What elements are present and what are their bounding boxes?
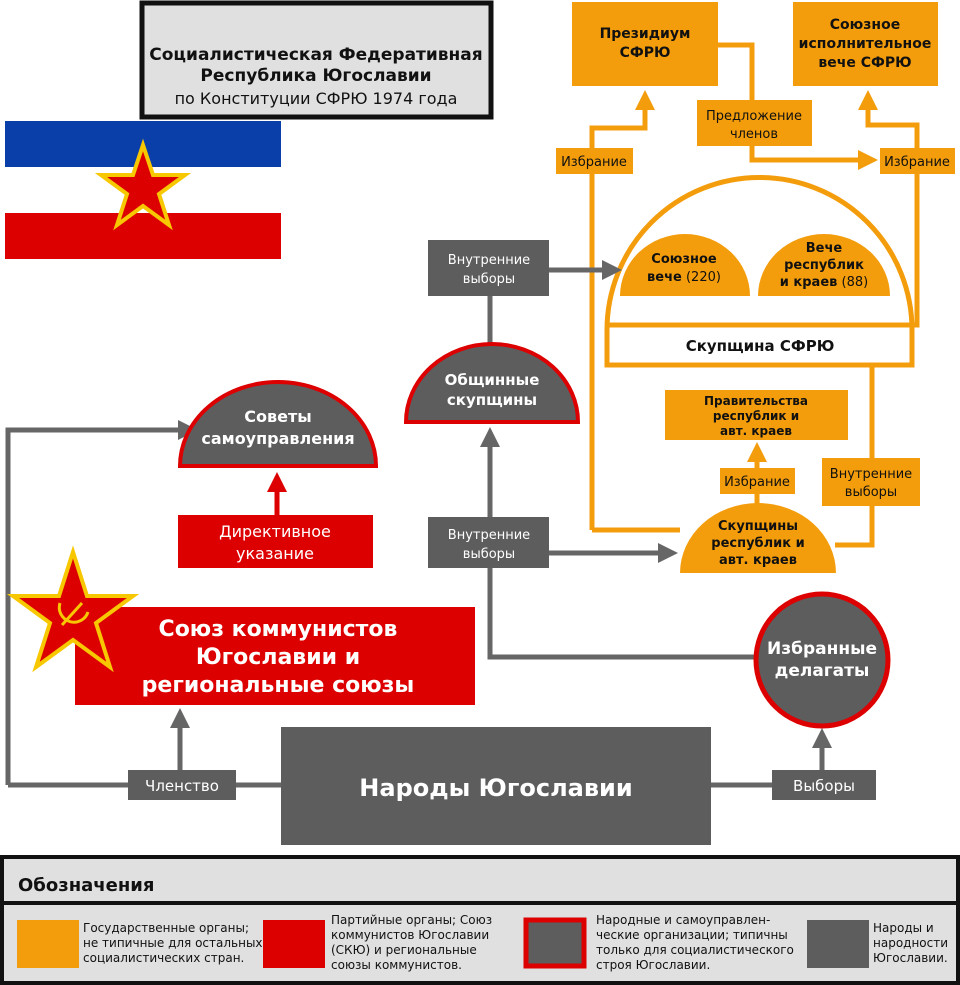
svg-text:Внутренние: Внутренние <box>448 528 530 543</box>
hammer-sickle-star-icon <box>6 545 140 673</box>
svg-text:только для социалистического: только для социалистического <box>596 943 794 957</box>
svg-text:Партийные органы; Союз: Партийные органы; Союз <box>331 913 492 927</box>
svg-text:Внутренние: Внутренние <box>448 253 530 268</box>
svg-text:СФРЮ: СФРЮ <box>620 45 671 61</box>
proposal-box: Предложение членов <box>697 100 812 146</box>
title-line3: по Конституции СФРЮ 1974 года <box>175 89 458 108</box>
peoples-box: Народы Югославии <box>281 727 711 845</box>
svg-text:выборы: выборы <box>845 485 897 500</box>
svg-text:и краев (88): и краев (88) <box>780 275 868 290</box>
self-management-councils: Советы самоуправления <box>177 380 379 468</box>
svg-text:строя Югославии.: строя Югославии. <box>596 958 710 972</box>
svg-text:Вече: Вече <box>806 241 843 256</box>
svg-text:скупщины: скупщины <box>447 391 537 409</box>
title-line1: Социалистическая Федеративная <box>149 45 482 65</box>
svg-text:Общинные: Общинные <box>445 371 540 389</box>
elections-box: Выборы <box>772 770 876 800</box>
svg-text:Правительства: Правительства <box>704 394 808 408</box>
internal-elections-right-box: Внутренние выборы <box>822 458 920 506</box>
svg-text:союзы коммунистов.: союзы коммунистов. <box>331 958 462 972</box>
svg-text:Директивное: Директивное <box>219 522 331 541</box>
svg-text:выборы: выборы <box>463 272 515 287</box>
governments-box: Правительства республик и авт. краев <box>665 390 848 440</box>
assembly-sfry: Скупщина СФРЮ <box>604 175 915 368</box>
svg-text:ческие организации; типичны: ческие организации; типичны <box>596 928 788 942</box>
svg-text:указание: указание <box>236 544 314 563</box>
federal-chamber: Союзное вече (220) <box>620 234 750 296</box>
elected-delegates: Избранные делагаты <box>753 591 891 729</box>
svg-text:Скупщина СФРЮ: Скупщина СФРЮ <box>686 337 835 355</box>
directive-box: Директивное указание <box>178 515 373 568</box>
legend-title: Обозначения <box>18 875 154 896</box>
svg-text:Народы Югославии: Народы Югославии <box>359 774 632 802</box>
svg-text:Народы и: Народы и <box>873 921 934 935</box>
svg-text:делагаты: делагаты <box>775 661 870 681</box>
svg-text:Избрание: Избрание <box>884 155 950 170</box>
svg-text:выборы: выборы <box>463 547 515 562</box>
svg-text:Внутренние: Внутренние <box>830 467 912 482</box>
legend-item-party: Партийные органы; Союз коммунистов Югосл… <box>263 913 492 972</box>
presidium-box: Президиум СФРЮ <box>572 2 718 86</box>
svg-text:самоуправления: самоуправления <box>201 429 354 448</box>
election-left-box: Избрание <box>556 148 633 174</box>
svg-text:вече (220): вече (220) <box>647 270 721 285</box>
svg-text:Предложение: Предложение <box>706 109 802 124</box>
svg-text:коммунистов Югославии: коммунистов Югославии <box>331 928 489 942</box>
election-mid-box: Избрание <box>720 468 795 494</box>
svg-text:республик и: республик и <box>711 536 804 551</box>
svg-text:авт. краев: авт. краев <box>719 553 797 568</box>
svg-text:исполнительное: исполнительное <box>799 36 932 52</box>
svg-text:(СКЮ) и региональные: (СКЮ) и региональные <box>331 943 477 957</box>
election-right-box: Избрание <box>880 148 955 174</box>
svg-text:Югославии и: Югославии и <box>196 645 360 670</box>
svg-text:Союзное: Союзное <box>830 17 900 33</box>
svg-text:авт. краев: авт. краев <box>720 424 792 438</box>
legend-item-state: Государственные органы; не типичные для … <box>17 920 263 968</box>
svg-text:республик: республик <box>784 258 864 273</box>
svg-text:Союзное: Союзное <box>651 252 717 267</box>
svg-text:социалистических стран.: социалистических стран. <box>83 951 244 965</box>
legend-item-self-management: Народные и самоуправлен- ческие организа… <box>523 913 794 972</box>
republic-assemblies: Скупщины республик и авт. краев <box>680 503 836 573</box>
svg-text:республик и: республик и <box>713 409 799 423</box>
svg-text:Советы: Советы <box>244 407 311 426</box>
communal-assemblies: Общинные скупщины <box>403 342 581 424</box>
svg-text:региональные союзы: региональные союзы <box>142 673 415 698</box>
chamber-of-republics: Вече республик и краев (88) <box>758 234 890 296</box>
federal-executive-council-box: Союзное исполнительное вече СФРЮ <box>793 2 938 86</box>
yugoslav-flag <box>5 121 281 259</box>
svg-text:Президиум: Президиум <box>600 26 691 42</box>
league-of-communists-box: Союз коммунистов Югославии и региональны… <box>75 607 475 705</box>
svg-text:Народные и самоуправлен-: Народные и самоуправлен- <box>596 913 770 927</box>
svg-text:вече СФРЮ: вече СФРЮ <box>818 55 911 71</box>
svg-text:Выборы: Выборы <box>793 777 855 795</box>
legend: Обозначения Государственные органы; не т… <box>0 855 960 985</box>
internal-elections-mid-box: Внутренние выборы <box>428 517 549 568</box>
star-icon <box>94 138 192 231</box>
svg-text:Избрание: Избрание <box>724 475 790 490</box>
internal-elections-top-box: Внутренние выборы <box>428 240 549 296</box>
svg-text:Югославии.: Югославии. <box>873 951 948 965</box>
svg-text:народности: народности <box>873 936 948 950</box>
svg-text:Скупщины: Скупщины <box>718 519 798 534</box>
membership-box: Членство <box>128 770 236 800</box>
svg-text:членов: членов <box>730 127 778 142</box>
legend-item-peoples: Народы и народности Югославии. <box>807 920 948 968</box>
svg-text:Союз коммунистов: Союз коммунистов <box>159 617 398 642</box>
svg-text:не типичные для остальных: не типичные для остальных <box>83 936 263 950</box>
svg-text:Избранные: Избранные <box>767 639 877 659</box>
title-line2: Республика Югославии <box>200 66 431 86</box>
svg-text:Избрание: Избрание <box>561 155 627 170</box>
svg-text:Государственные органы;: Государственные органы; <box>83 921 249 935</box>
svg-text:Членство: Членство <box>145 777 219 795</box>
title-box: Социалистическая Федеративная Республика… <box>139 0 494 120</box>
